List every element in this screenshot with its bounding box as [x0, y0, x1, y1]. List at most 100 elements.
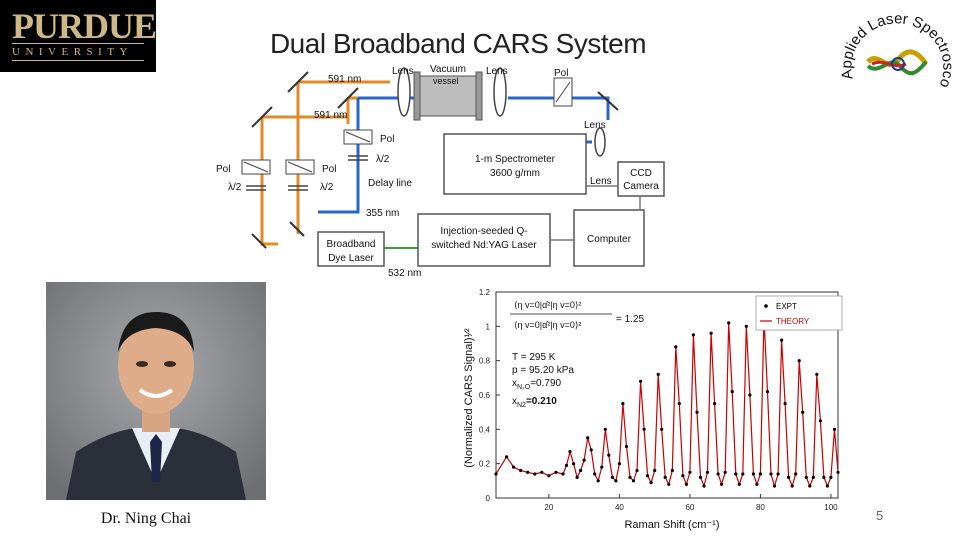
expt-point [772, 484, 777, 488]
photo-caption: Dr. Ning Chai [100, 510, 192, 527]
logo-subtitle: UNIVERSITY [12, 46, 133, 58]
expt-point [561, 472, 565, 476]
expt-point [755, 482, 759, 486]
expt-point [656, 372, 660, 376]
expt-point [649, 481, 653, 485]
expt-point [688, 470, 692, 474]
expt-point [628, 475, 632, 479]
label-pol-left: Pol [216, 164, 230, 175]
expt-point [642, 427, 646, 431]
expt-point [698, 475, 703, 479]
y-tick-label: 0.6 [479, 391, 491, 400]
expt-point [600, 465, 604, 469]
label-broadband: Broadband [327, 239, 376, 250]
expt-point [769, 472, 773, 476]
expt-point [702, 484, 706, 488]
expt-point [663, 475, 667, 479]
label-vessel: vessel [433, 76, 459, 86]
label-yag-2: switched Nd:YAG Laser [431, 240, 537, 251]
expt-point [554, 470, 558, 474]
expt-point [832, 427, 837, 431]
expt-point [716, 472, 720, 476]
seal-emblem [866, 49, 929, 76]
yag-laser-box [417, 213, 551, 267]
expt-point [607, 453, 611, 457]
label-lens-ccd: Lens [590, 176, 612, 187]
label-yag-1: Injection-seeded Q- [440, 226, 527, 237]
expt-point [617, 462, 621, 466]
polarizers [241, 77, 573, 175]
expt-point [734, 472, 738, 476]
x-tick-label: 100 [824, 503, 838, 512]
label-ccd: CCD [630, 168, 652, 179]
expt-point [787, 475, 791, 479]
y-tick-label: 0 [486, 494, 491, 503]
dye-laser-box [317, 231, 385, 267]
expt-point [593, 472, 597, 476]
expt-point [801, 410, 805, 414]
expt-point [667, 482, 671, 486]
expt-point [794, 472, 798, 476]
expt-point [691, 333, 695, 337]
x-tick-label: 80 [756, 503, 765, 512]
expt-point [808, 484, 812, 488]
expt-point [829, 475, 833, 479]
series-theory-line [495, 317, 839, 489]
expt-point [670, 468, 674, 473]
expt-point [836, 470, 840, 474]
label-vacuum: Vacuum [430, 64, 466, 75]
expt-point [646, 474, 650, 478]
expt-point [727, 321, 731, 325]
label-spectrometer: 1-m Spectrometer [475, 154, 556, 165]
label-591nm-mid: 591 nm [314, 110, 347, 121]
y-axis-label: (Normalized CARS Signal)¹⁄² [463, 328, 475, 468]
y-tick-label: 1 [486, 322, 491, 331]
expt-point [494, 472, 498, 476]
expt-point [547, 474, 551, 478]
x-axis-label: Raman Shift (cm⁻¹) [624, 519, 719, 531]
expt-point [825, 484, 829, 488]
chart-annotations: ⟨η v=0|α̂²|η v=0⟩² ⟨η v=0|α̂²|η v=0⟩² = … [510, 300, 645, 409]
purdue-logo: PURDUE UNIVERSITY [0, 0, 157, 72]
ratio-value: = 1.25 [616, 314, 645, 325]
expt-point [804, 475, 808, 479]
expt-point [748, 393, 752, 397]
y-tick-label: 0.2 [479, 460, 491, 469]
portrait-photo [46, 282, 266, 500]
vacuum-vessel [413, 71, 483, 121]
expt-point [723, 470, 727, 474]
expt-point [631, 479, 636, 483]
label-lens-side: Lens [584, 120, 606, 131]
expt-point [783, 402, 787, 406]
label-lambda-center: λ/2 [376, 154, 390, 165]
ratio-formula-top: ⟨η v=0|α̂²|η v=0⟩² [514, 300, 581, 310]
expt-point [568, 450, 572, 454]
expt-point [564, 463, 569, 467]
logo-wordmark: PURDUE [12, 6, 157, 46]
computer-box [573, 209, 645, 267]
expt-point [780, 338, 784, 342]
expt-point [653, 468, 657, 473]
expt-point [614, 479, 618, 483]
label-pol-top: Pol [554, 68, 568, 79]
expt-point [624, 444, 629, 449]
x-tick-label: 20 [544, 503, 553, 512]
expt-point [512, 465, 516, 469]
orange-beam-paths [260, 80, 390, 246]
logo-rule-bottom [12, 60, 144, 61]
expt-point [519, 468, 523, 473]
expt-point [575, 475, 579, 479]
expt-point [713, 402, 717, 406]
lab-seal-logo: Applied Laser Spectroscopy Laboratory [834, 4, 956, 90]
expt-point [533, 472, 537, 476]
label-delay-line: Delay line [368, 178, 412, 189]
y-tick-label: 0.8 [479, 357, 491, 366]
label-dye-laser: Dye Laser [328, 253, 374, 264]
expt-point [741, 472, 745, 476]
x-tick-label: 60 [685, 503, 694, 512]
ratio-formula-bottom: ⟨η v=0|α̂²|η v=0⟩² [514, 320, 581, 330]
label-computer: Computer [587, 234, 632, 245]
label-lambda-mid: λ/2 [320, 182, 334, 193]
annotation-xn2o: xN₂O=0.790 [512, 378, 562, 391]
expt-point [639, 379, 643, 383]
